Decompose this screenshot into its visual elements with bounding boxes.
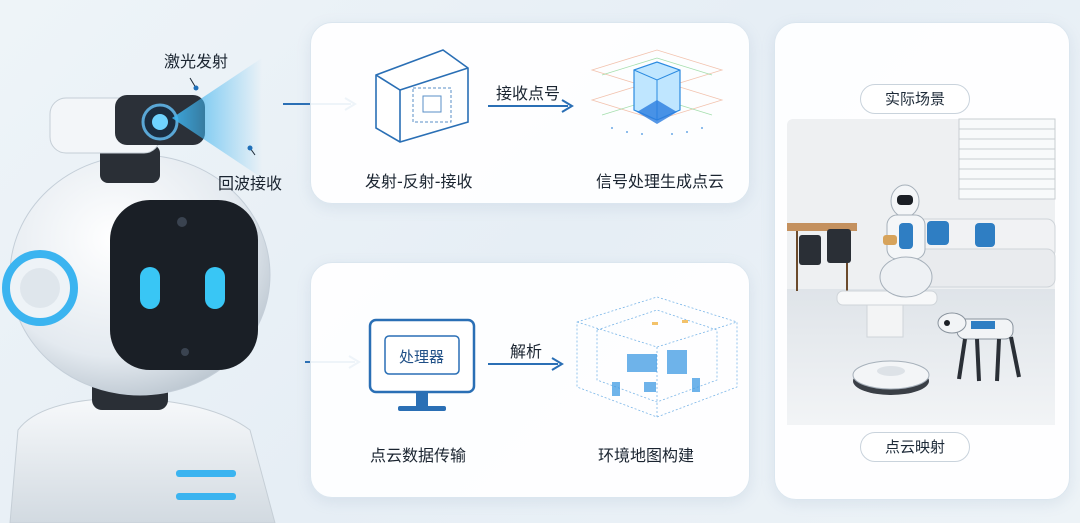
actual-scene-pill: 实际场景 xyxy=(860,84,970,114)
laser-emit-label: 激光发射 xyxy=(164,52,229,71)
parse-arrow xyxy=(488,357,564,371)
monitor-icon xyxy=(368,318,476,411)
environment-map-icon xyxy=(576,296,738,418)
point-cloud-transfer-label: 点云数据传输 xyxy=(370,446,467,465)
environment-map-label: 环境地图构建 xyxy=(598,446,695,465)
echo-receive-label: 回波接收 xyxy=(218,174,283,193)
emit-reflect-box-icon xyxy=(375,49,469,143)
point-cloud-cube-icon xyxy=(590,49,724,135)
signal-process-point-cloud-label: 信号处理生成点云 xyxy=(596,172,725,191)
emit-reflect-receive-label: 发射-反射-接收 xyxy=(365,172,473,191)
robot-illustration xyxy=(2,58,276,523)
receive-points-arrow xyxy=(488,99,574,113)
receive-points-arrow-label: 接收点号 xyxy=(496,84,561,103)
parse-arrow-label: 解析 xyxy=(510,342,543,361)
point-cloud-mapping-pill: 点云映射 xyxy=(860,432,970,462)
living-room-scene xyxy=(787,118,1056,425)
processor-label: 处理器 xyxy=(399,348,445,366)
